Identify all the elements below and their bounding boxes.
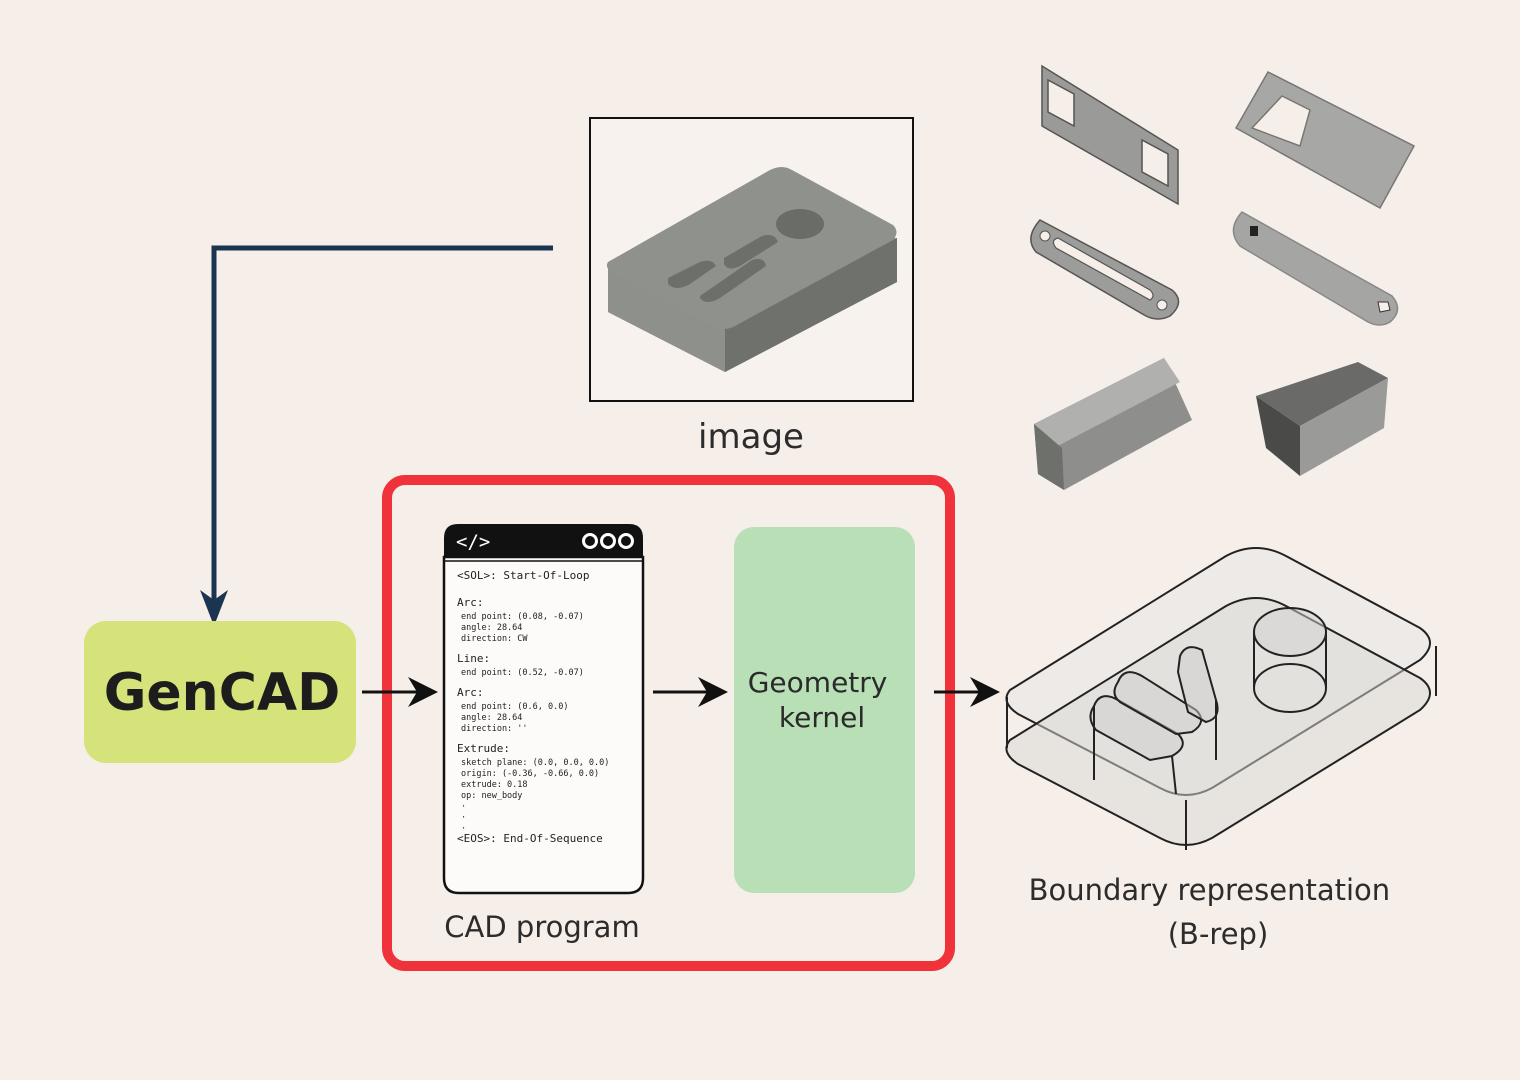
code-line: end point: (0.6, 0.0) bbox=[461, 702, 568, 712]
sample-part-wedge-block bbox=[1256, 362, 1388, 476]
code-line: Extrude: bbox=[457, 742, 510, 755]
code-line: Arc: bbox=[457, 686, 484, 699]
code-line: end point: (0.52, -0.07) bbox=[461, 668, 584, 678]
window-dot-icon bbox=[582, 533, 598, 549]
code-line: direction: CW bbox=[461, 634, 528, 644]
code-line: Line: bbox=[457, 652, 490, 665]
image-label: image bbox=[698, 417, 804, 457]
sample-part-plate-with-cutout bbox=[1234, 71, 1416, 210]
sample-part-slotted-link bbox=[1030, 219, 1180, 320]
geometry-kernel-box bbox=[734, 527, 915, 893]
code-line: · bbox=[461, 824, 466, 834]
gencad-box bbox=[84, 621, 356, 763]
window-dot-icon bbox=[600, 533, 616, 549]
sample-part-bar-with-hex-holes bbox=[1232, 211, 1399, 326]
sample-part-hex-prism bbox=[1034, 358, 1192, 490]
image-to-gencad-arrowhead bbox=[200, 590, 228, 626]
highlight-frame bbox=[382, 475, 955, 971]
geometry-kernel-line-2: kernel bbox=[779, 701, 865, 734]
code-line: end point: (0.08, -0.07) bbox=[461, 612, 584, 622]
cad-program-label: CAD program bbox=[444, 910, 639, 944]
code-line: angle: 28.64 bbox=[461, 623, 522, 633]
code-tag-icon: </> bbox=[456, 531, 490, 553]
code-line: <EOS>: End-Of-Sequence bbox=[457, 832, 603, 845]
brep-label-line-2: (B-rep) bbox=[1168, 917, 1269, 951]
code-line: angle: 28.64 bbox=[461, 713, 522, 723]
code-line: <SOL>: Start-Of-Loop bbox=[457, 569, 589, 582]
sample-part-plate-with-windows bbox=[1041, 64, 1179, 206]
code-line: origin: (-0.36, -0.66, 0.0) bbox=[461, 769, 599, 779]
code-line: direction: '' bbox=[461, 724, 528, 734]
brep-wireframe bbox=[1005, 547, 1437, 850]
image-to-gencad-arrow bbox=[211, 245, 553, 600]
code-line: op: new_body bbox=[461, 791, 522, 801]
brep-label-line-1: Boundary representation bbox=[1029, 873, 1391, 907]
window-dot-icon bbox=[618, 533, 634, 549]
image-part-render bbox=[606, 167, 897, 372]
code-line: extrude: 0.18 bbox=[461, 780, 528, 790]
code-line: sketch plane: (0.0, 0.0, 0.0) bbox=[461, 758, 609, 768]
code-line: · bbox=[461, 813, 466, 823]
gencad-label: GenCAD bbox=[104, 663, 341, 723]
code-line: Arc: bbox=[457, 596, 484, 609]
code-line: · bbox=[461, 802, 466, 812]
geometry-kernel-line-1: Geometry bbox=[748, 666, 888, 699]
brep-label: Boundary representation (B-rep) bbox=[1029, 873, 1400, 951]
geometry-kernel-label: Geometry kernel bbox=[748, 666, 897, 734]
